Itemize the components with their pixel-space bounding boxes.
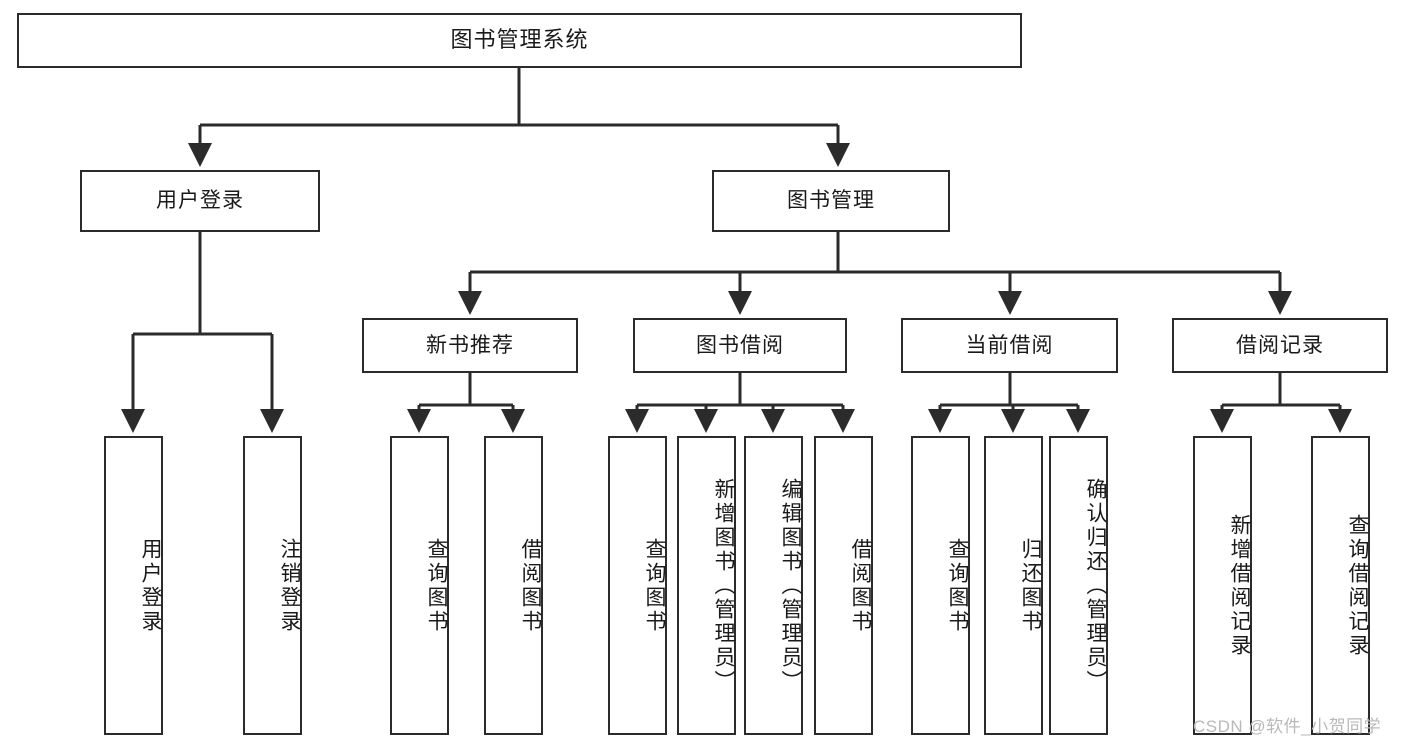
node-new-book-recommend[interactable]: 新书推荐 xyxy=(362,318,578,373)
csdn-watermark: CSDN @软件_小贺同学 xyxy=(1193,717,1382,736)
leaf-user-login[interactable]: 用户登录 xyxy=(104,436,163,735)
leaf-bb-borrow-book[interactable]: 借阅图书 xyxy=(814,436,873,735)
node-book-borrow-label: 图书借阅 xyxy=(696,333,784,357)
leaf-bb-query-book[interactable]: 查询图书 xyxy=(608,436,667,735)
leaf-cb-query-book-label: 查询图书 xyxy=(946,537,969,634)
leaf-logout[interactable]: 注销登录 xyxy=(243,436,302,735)
leaf-bb-add-book[interactable]: 新增图书（管理员） xyxy=(677,436,736,735)
leaf-br-query-record[interactable]: 查询借阅记录 xyxy=(1311,436,1370,735)
leaf-bb-query-book-label: 查询图书 xyxy=(643,537,666,634)
leaf-nb-query-book-label: 查询图书 xyxy=(425,537,448,634)
node-borrow-record[interactable]: 借阅记录 xyxy=(1172,318,1388,373)
node-current-borrow-label: 当前借阅 xyxy=(965,333,1054,357)
node-root-label: 图书管理系统 xyxy=(450,27,589,53)
leaf-cb-confirm-return[interactable]: 确认归还（管理员） xyxy=(1049,436,1108,735)
leaf-br-add-record[interactable]: 新增借阅记录 xyxy=(1193,436,1252,735)
leaf-br-add-record-label: 新增借阅记录 xyxy=(1228,513,1251,658)
leaf-bb-edit-book[interactable]: 编辑图书（管理员） xyxy=(744,436,803,735)
leaf-cb-query-book[interactable]: 查询图书 xyxy=(911,436,970,735)
leaf-nb-borrow-book-label: 借阅图书 xyxy=(519,537,542,634)
node-book-borrow[interactable]: 图书借阅 xyxy=(633,318,847,373)
leaf-logout-label: 注销登录 xyxy=(278,537,301,634)
node-user-login[interactable]: 用户登录 xyxy=(80,170,320,232)
leaf-cb-return-book-label: 归还图书 xyxy=(1019,537,1042,634)
leaf-bb-borrow-book-label: 借阅图书 xyxy=(849,537,872,634)
leaf-bb-edit-book-label: 编辑图书（管理员） xyxy=(779,477,802,694)
leaf-user-login-label: 用户登录 xyxy=(139,537,162,634)
node-root[interactable]: 图书管理系统 xyxy=(17,13,1022,68)
node-user-login-label: 用户登录 xyxy=(156,189,244,213)
leaf-cb-return-book[interactable]: 归还图书 xyxy=(984,436,1043,735)
leaf-nb-query-book[interactable]: 查询图书 xyxy=(390,436,449,735)
leaf-br-query-record-label: 查询借阅记录 xyxy=(1346,513,1369,658)
node-book-manage[interactable]: 图书管理 xyxy=(712,170,950,232)
node-book-manage-label: 图书管理 xyxy=(787,189,875,213)
leaf-cb-confirm-return-label: 确认归还（管理员） xyxy=(1084,477,1107,694)
node-new-book-recommend-label: 新书推荐 xyxy=(426,333,514,357)
node-current-borrow[interactable]: 当前借阅 xyxy=(901,318,1118,373)
leaf-nb-borrow-book[interactable]: 借阅图书 xyxy=(484,436,543,735)
leaf-bb-add-book-label: 新增图书（管理员） xyxy=(712,477,735,694)
node-borrow-record-label: 借阅记录 xyxy=(1236,333,1324,357)
